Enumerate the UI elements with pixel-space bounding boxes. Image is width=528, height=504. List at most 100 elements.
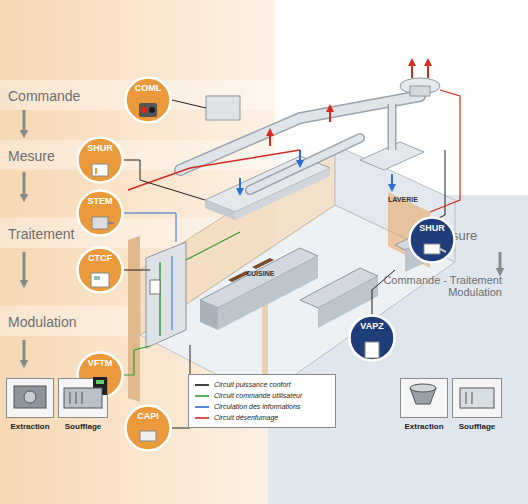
device-code: VFTM xyxy=(76,358,124,368)
stage-label: Traitement xyxy=(8,226,74,242)
unit-label: Extraction xyxy=(396,422,452,431)
legend-text: Circuit commande utilisateur xyxy=(214,392,302,399)
airflow-arrow xyxy=(329,108,331,122)
stage-label: Commande - Traitement Modulation xyxy=(372,274,502,298)
duct xyxy=(389,104,395,150)
device-detail xyxy=(96,380,104,384)
device-circle: SHUR xyxy=(408,216,456,264)
device-circle: CAPI xyxy=(124,404,172,452)
unit-frame xyxy=(6,378,54,418)
device-circle: VAPZ xyxy=(348,314,396,362)
push-button xyxy=(141,107,147,113)
legend-text: Circuit puissance confort xyxy=(214,381,291,388)
shur-right-icon xyxy=(424,244,446,254)
device-code: CAPI xyxy=(124,411,172,421)
band-stripe xyxy=(0,218,275,248)
supply-unit xyxy=(460,388,494,408)
flow-arrow xyxy=(23,172,26,198)
device-body xyxy=(140,431,156,441)
shur-icon xyxy=(92,164,108,176)
device-detail xyxy=(108,222,114,224)
unit-label: Soufflage xyxy=(448,422,506,431)
stage-label: Mesure xyxy=(8,148,55,164)
fan-unit: Extraction xyxy=(400,378,448,444)
capi-icon xyxy=(140,431,156,441)
device-body xyxy=(92,217,108,229)
legend-line-sample xyxy=(194,414,210,422)
device-code: CTCF xyxy=(76,253,124,263)
legend-line xyxy=(195,395,209,397)
legend-line-sample xyxy=(194,381,210,389)
band-background xyxy=(268,195,528,504)
legend-text: Circuit désenfumage xyxy=(214,414,278,421)
device-circle: STEM xyxy=(76,189,124,237)
cut-wall xyxy=(128,236,140,402)
device-code: COML xyxy=(124,83,172,93)
device-code: STEM xyxy=(76,196,124,206)
airflow-arrow xyxy=(391,174,393,188)
device-circle: CTCF xyxy=(76,246,124,294)
flow-arrow xyxy=(23,340,26,364)
device-detail xyxy=(440,249,446,252)
extraction-unit xyxy=(14,386,46,408)
device-detail xyxy=(95,168,97,174)
fan-unit: Extraction xyxy=(6,378,54,444)
airflow-arrow xyxy=(411,62,413,78)
grille xyxy=(82,392,83,404)
flow-arrow xyxy=(499,252,502,272)
grille xyxy=(76,392,77,404)
stem-icon xyxy=(92,217,114,229)
flow-arrow xyxy=(23,252,26,284)
fan-wheel xyxy=(410,384,436,392)
legend-text: Circulation des informations xyxy=(214,403,300,410)
unit-label: Extraction xyxy=(2,422,58,431)
fan-unit: Soufflage xyxy=(452,378,502,444)
cabinet-wire xyxy=(159,262,161,336)
airflow-arrow xyxy=(427,62,429,78)
legend-box: Circuit puissance confortCircuit command… xyxy=(188,374,336,428)
device-body xyxy=(139,103,157,117)
counter-side xyxy=(200,300,218,330)
legend-row: Circulation des informations xyxy=(194,401,330,412)
device-circle: SHUR xyxy=(76,136,124,184)
airflow-arrow xyxy=(269,132,271,146)
stage-label: Commande xyxy=(8,88,80,104)
room-label: CUISINE xyxy=(246,270,274,277)
electrical-cabinet xyxy=(146,242,186,348)
grille xyxy=(472,392,473,404)
control-wire xyxy=(186,232,240,260)
unit-frame xyxy=(58,378,108,418)
band-stripe xyxy=(0,140,275,170)
fan-wheel xyxy=(24,391,36,403)
leader-line xyxy=(124,270,150,271)
smoke-circuit xyxy=(430,90,460,212)
device-body xyxy=(93,377,107,395)
vftm-icon xyxy=(93,377,107,395)
device-code: SHUR xyxy=(408,223,456,233)
flow-arrow xyxy=(23,110,26,134)
unit-frame xyxy=(400,378,448,418)
cabinet-device xyxy=(150,280,160,294)
stage-label: Modulation xyxy=(8,314,77,330)
band-background xyxy=(0,0,275,504)
legend-line xyxy=(195,417,209,419)
grille xyxy=(466,392,467,404)
device-body xyxy=(424,244,440,254)
duct xyxy=(388,104,397,150)
legend-row: Circuit désenfumage xyxy=(194,412,330,423)
airflow-arrow xyxy=(239,178,241,192)
coml-icon xyxy=(139,103,157,117)
unit-label: Soufflage xyxy=(54,422,112,431)
counter-front xyxy=(218,256,318,330)
push-button xyxy=(149,107,155,113)
fan-box xyxy=(206,96,240,120)
airflow-arrow xyxy=(299,150,301,164)
device-circle: COML xyxy=(124,76,172,124)
device-code: SHUR xyxy=(76,143,124,153)
fan-unit: Soufflage xyxy=(58,378,108,444)
device-code: VAPZ xyxy=(348,321,396,331)
room-label: LAVERIE xyxy=(388,196,418,203)
device-body xyxy=(92,164,108,176)
device-detail xyxy=(94,276,100,280)
ctcf-icon xyxy=(91,273,109,287)
